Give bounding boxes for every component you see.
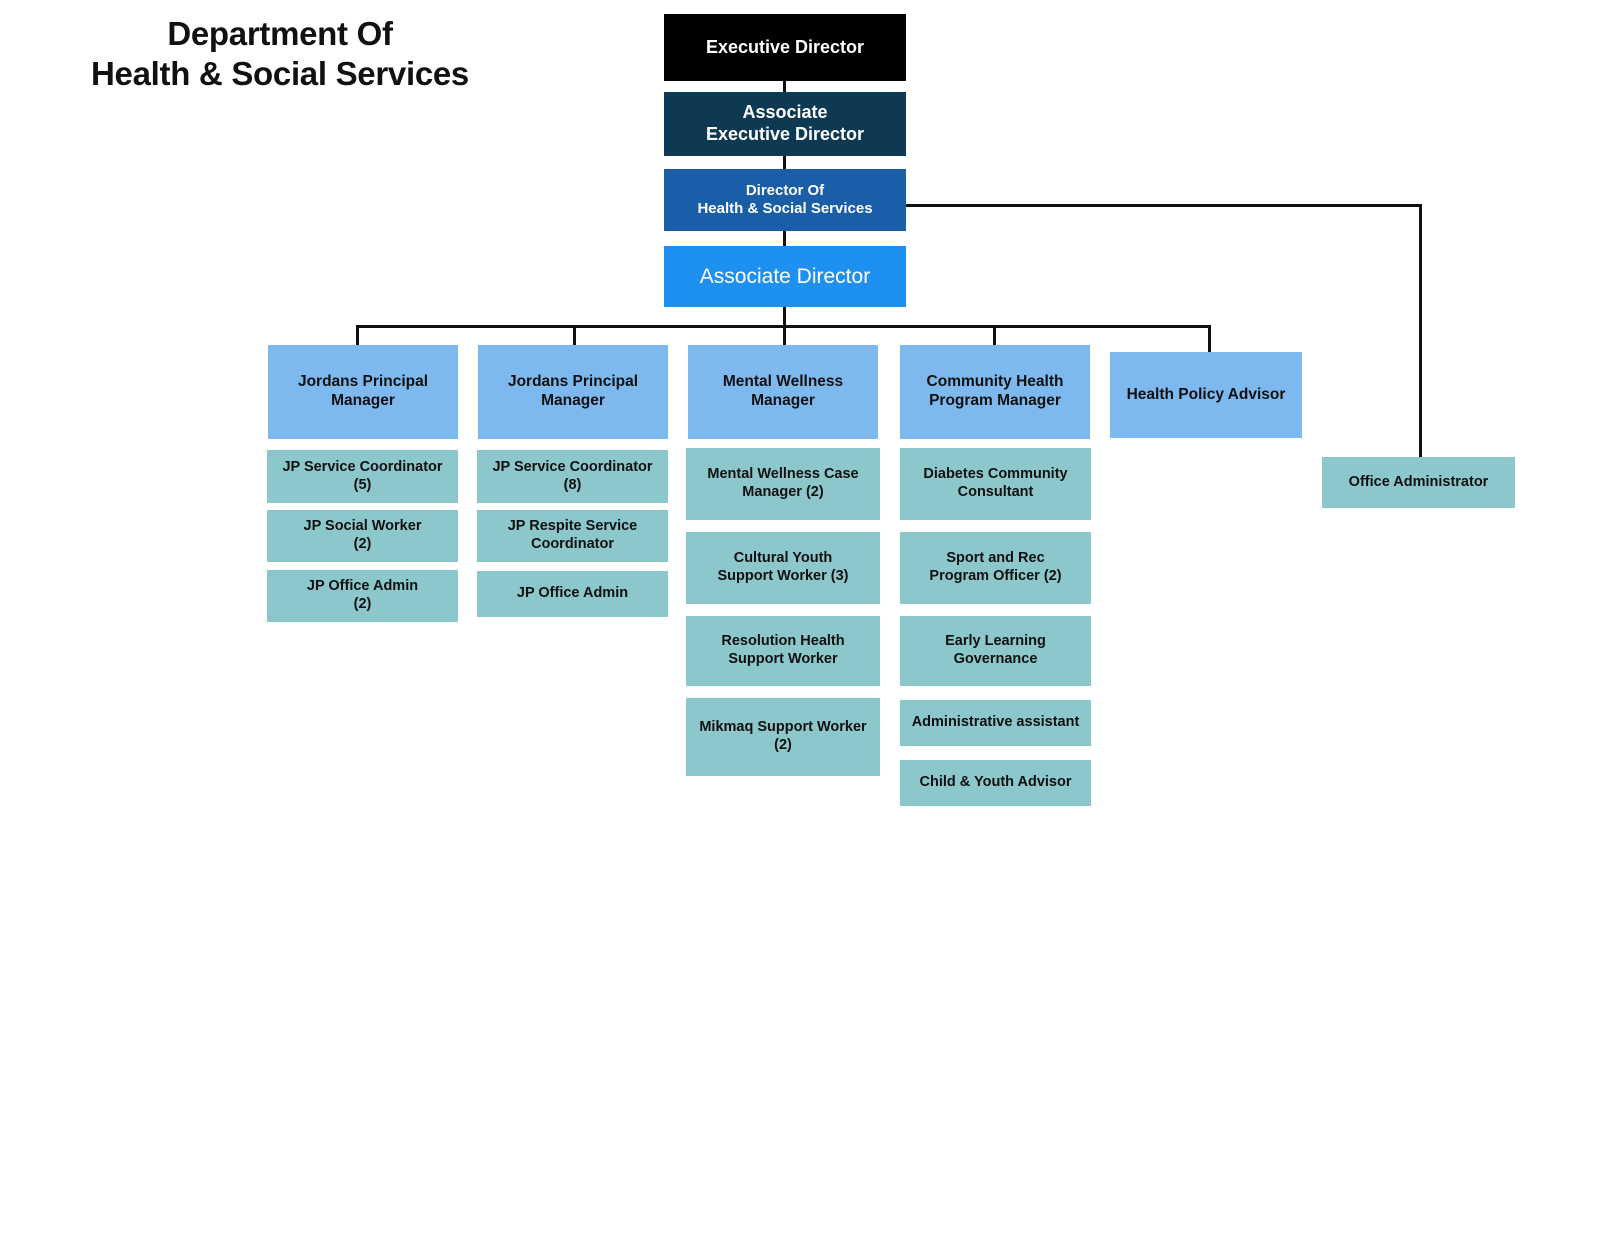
node-jpm2-line-2: Manager [541, 392, 605, 409]
connector-assocexec-to-director [783, 155, 786, 169]
connector-exec-to-assocexec [783, 80, 786, 92]
node-jp-respite-line-1: JP Respite Service [507, 518, 638, 535]
node-executive-director[interactable]: Executive Director [664, 14, 906, 81]
node-administrative-assistant-label: Administrative assistant [911, 714, 1080, 731]
page-title-line-1: Department Of [167, 15, 393, 52]
node-cysw-line-2: Support Worker (3) [717, 568, 849, 584]
node-office-administrator-label: Office Administrator [1348, 473, 1489, 490]
connector-director-to-assocdir [783, 230, 786, 246]
node-director-line-1: Director Of [745, 181, 825, 199]
node-child-youth-advisor-label: Child & Youth Advisor [919, 774, 1072, 791]
node-jp-respite-line-2: Coordinator [531, 536, 614, 552]
node-jp-office-admin[interactable]: JP Office Admin [477, 571, 668, 617]
node-mental-wellness-manager[interactable]: Mental Wellness Manager [688, 345, 878, 439]
connector-bus-drop-1 [356, 325, 359, 355]
node-rhsw-line-2: Support Worker [728, 651, 838, 667]
node-jp-service-coordinator-8[interactable]: JP Service Coordinator (8) [477, 450, 668, 503]
connector-director-to-office-admin-vertical [1419, 204, 1422, 457]
node-mwcm-line-1: Mental Wellness Case [707, 466, 859, 483]
node-jordans-principal-manager-2[interactable]: Jordans Principal Manager [478, 345, 668, 439]
node-jp-service-coordinator-8-line-2: (8) [563, 476, 582, 493]
node-office-administrator[interactable]: Office Administrator [1322, 457, 1515, 508]
page-title-line-2: Health & Social Services [91, 55, 469, 93]
node-jp-service-coordinator-5-line-1: JP Service Coordinator [282, 458, 443, 475]
node-elg-line-1: Early Learning [945, 633, 1046, 650]
node-director-line-2: Health & Social Services [697, 200, 873, 217]
node-elg-line-2: Governance [953, 651, 1038, 667]
node-jp-office-admin-2[interactable]: JP Office Admin (2) [267, 570, 458, 622]
node-associate-executive-director-line-1: Associate [742, 102, 828, 123]
page-title: Department Of Health & Social Services [40, 14, 520, 95]
node-diabetes-community-consultant[interactable]: Diabetes Community Consultant [900, 448, 1091, 520]
node-jpm1-line-2: Manager [331, 392, 395, 409]
node-child-youth-advisor[interactable]: Child & Youth Advisor [900, 760, 1091, 806]
node-rhsw-line-1: Resolution Health [721, 633, 845, 650]
node-associate-executive-director[interactable]: Associate Executive Director [664, 92, 906, 156]
node-community-health-program-manager[interactable]: Community Health Program Manager [900, 345, 1090, 439]
node-msw-line-1: Mikmaq Support Worker [699, 719, 867, 736]
node-srpo-line-1: Sport and Rec [946, 550, 1045, 567]
node-jp-social-worker-2-line-1: JP Social Worker [303, 518, 422, 535]
node-chpm-line-2: Program Manager [929, 392, 1061, 409]
connector-bus-drop-4 [993, 325, 996, 355]
node-jp-social-worker-2[interactable]: JP Social Worker (2) [267, 510, 458, 562]
node-msw-line-2: (2) [774, 737, 792, 753]
node-jp-office-admin-2-line-2: (2) [353, 596, 372, 612]
connector-assocdir-to-bus [783, 306, 786, 327]
node-sport-and-rec-program-officer-2[interactable]: Sport and Rec Program Officer (2) [900, 532, 1091, 604]
node-srpo-line-2: Program Officer (2) [929, 568, 1062, 584]
node-mikmaq-support-worker-2[interactable]: Mikmaq Support Worker (2) [686, 698, 880, 776]
connector-bus-drop-5 [1208, 325, 1211, 355]
node-associate-executive-director-line-2: Executive Director [705, 124, 865, 144]
node-administrative-assistant[interactable]: Administrative assistant [900, 700, 1091, 746]
node-cultural-youth-support-worker-3[interactable]: Cultural Youth Support Worker (3) [686, 532, 880, 604]
node-director-of-health-social-services[interactable]: Director Of Health & Social Services [664, 169, 906, 231]
node-jp-social-worker-2-line-2: (2) [353, 536, 372, 552]
node-health-policy-advisor[interactable]: Health Policy Advisor [1110, 352, 1302, 438]
node-associate-director-label: Associate Director [699, 264, 871, 288]
node-dcc-line-1: Diabetes Community [923, 466, 1068, 483]
node-mwm-line-2: Manager [751, 392, 815, 409]
connector-bus-drop-2 [573, 325, 576, 355]
node-jp-office-admin-2-line-1: JP Office Admin [306, 578, 419, 595]
node-associate-director[interactable]: Associate Director [664, 246, 906, 307]
connector-director-to-office-admin-horizontal [905, 204, 1422, 207]
node-health-policy-advisor-label: Health Policy Advisor [1126, 385, 1286, 403]
node-jordans-principal-manager-1[interactable]: Jordans Principal Manager [268, 345, 458, 439]
node-jp-respite-service-coordinator[interactable]: JP Respite Service Coordinator [477, 510, 668, 562]
node-mwcm-line-2: Manager (2) [742, 484, 824, 500]
node-mwm-line-1: Mental Wellness [722, 373, 844, 391]
node-jp-office-admin-label: JP Office Admin [516, 585, 629, 602]
node-jpm1-line-1: Jordans Principal [297, 373, 429, 391]
node-chpm-line-1: Community Health [926, 373, 1064, 391]
node-jpm2-line-1: Jordans Principal [507, 373, 639, 391]
node-cysw-line-1: Cultural Youth [733, 550, 833, 567]
node-mental-wellness-case-manager-2[interactable]: Mental Wellness Case Manager (2) [686, 448, 880, 520]
node-jp-service-coordinator-5-line-2: (5) [353, 476, 372, 493]
node-executive-director-label: Executive Director [705, 36, 865, 57]
node-early-learning-governance[interactable]: Early Learning Governance [900, 616, 1091, 686]
connector-bus-drop-3 [783, 325, 786, 355]
node-jp-service-coordinator-8-line-1: JP Service Coordinator [492, 458, 653, 475]
node-resolution-health-support-worker[interactable]: Resolution Health Support Worker [686, 616, 880, 686]
node-dcc-line-2: Consultant [957, 484, 1034, 500]
node-jp-service-coordinator-5[interactable]: JP Service Coordinator (5) [267, 450, 458, 503]
